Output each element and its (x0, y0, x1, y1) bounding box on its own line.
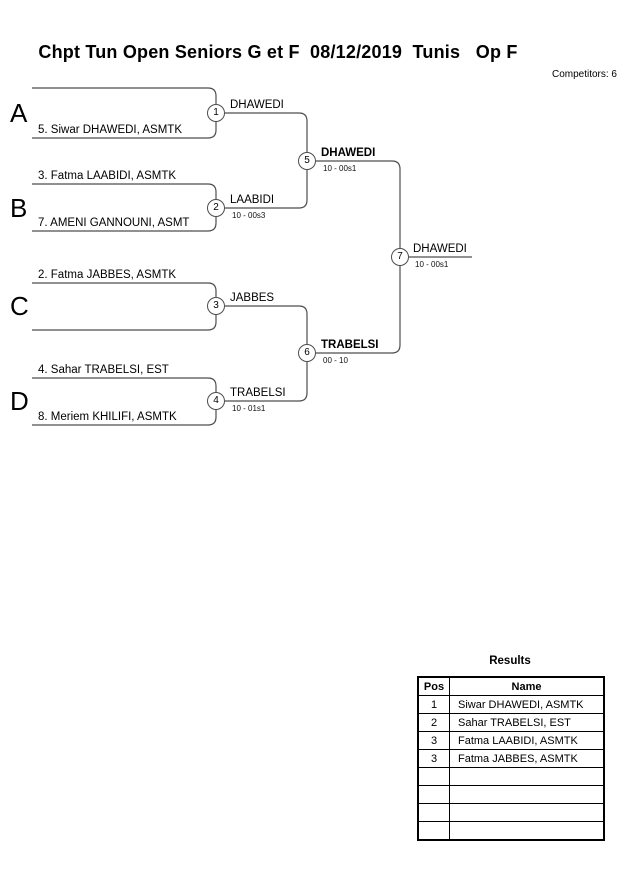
match-5-score: 10 - 00s1 (323, 164, 357, 173)
match-circle-1: 1 (207, 104, 225, 122)
name-cell (449, 821, 605, 841)
match-circle-3: 3 (207, 297, 225, 315)
match-7-score: 10 - 00s1 (415, 260, 449, 269)
match-5-winner: DHAWEDI (321, 147, 376, 159)
results-table: Pos Name 1 Siwar DHAWEDI, ASMTK 2 Sahar … (417, 676, 605, 841)
table-row (417, 767, 605, 786)
table-row (417, 785, 605, 804)
name-cell: Fatma LAABIDI, ASMTK (449, 731, 605, 750)
match-circle-5: 5 (298, 152, 316, 170)
match-6-winner: TRABELSI (321, 339, 379, 351)
player-slot-b-bottom: 7. AMENI GANNOUNI, ASMT (38, 217, 190, 229)
name-cell (449, 785, 605, 804)
player-slot-d-bottom: 8. Meriem KHILIFI, ASMTK (38, 411, 177, 423)
table-row: 3 Fatma LAABIDI, ASMTK (417, 731, 605, 750)
table-row: 3 Fatma JABBES, ASMTK (417, 749, 605, 768)
name-cell: Fatma JABBES, ASMTK (449, 749, 605, 768)
group-letter-a: A (10, 98, 28, 128)
pos-cell (417, 821, 450, 841)
table-row (417, 821, 605, 841)
match-1-winner: DHAWEDI (230, 99, 284, 111)
group-letter-b: B (10, 193, 28, 223)
player-slot-b-top: 3. Fatma LAABIDI, ASMTK (38, 170, 177, 182)
name-column-header: Name (449, 676, 605, 696)
name-cell (449, 803, 605, 822)
page-title: Chpt Tun Open Seniors G et F 08/12/2019 … (38, 42, 518, 62)
player-slot-d-top: 4. Sahar TRABELSI, EST (38, 364, 169, 376)
pos-cell (417, 803, 450, 822)
pos-cell: 1 (417, 695, 450, 714)
name-cell: Sahar TRABELSI, EST (449, 713, 605, 732)
competitors-count: Competitors: 6 (551, 69, 617, 80)
match-2-winner: LAABIDI (230, 194, 275, 206)
match-2-score: 10 - 00s3 (232, 211, 266, 220)
match-circle-4: 4 (207, 392, 225, 410)
table-row: 2 Sahar TRABELSI, EST (417, 713, 605, 732)
match-circle-7: 7 (391, 248, 409, 266)
match-circle-2: 2 (207, 199, 225, 217)
group-letter-d: D (10, 386, 29, 416)
match-circle-6: 6 (298, 344, 316, 362)
results-header-row: Pos Name (417, 676, 605, 696)
table-row: 1 Siwar DHAWEDI, ASMTK (417, 695, 605, 714)
name-cell (449, 767, 605, 786)
match-4-score: 10 - 01s1 (232, 404, 266, 413)
pos-column-header: Pos (417, 676, 450, 696)
player-slot-c-top: 2. Fatma JABBES, ASMTK (38, 269, 177, 281)
name-cell: Siwar DHAWEDI, ASMTK (449, 695, 605, 714)
match-6-score: 00 - 10 (323, 356, 348, 365)
pos-cell (417, 767, 450, 786)
match-7-winner: DHAWEDI (413, 243, 467, 255)
pos-cell (417, 785, 450, 804)
results-title: Results (489, 655, 531, 667)
player-slot-a-bottom: 5. Siwar DHAWEDI, ASMTK (38, 124, 182, 136)
match-3-winner: JABBES (230, 292, 275, 304)
pos-cell: 2 (417, 713, 450, 732)
match-4-winner: TRABELSI (230, 387, 286, 399)
table-row (417, 803, 605, 822)
group-letter-c: C (10, 291, 29, 321)
pos-cell: 3 (417, 731, 450, 750)
pos-cell: 3 (417, 749, 450, 768)
